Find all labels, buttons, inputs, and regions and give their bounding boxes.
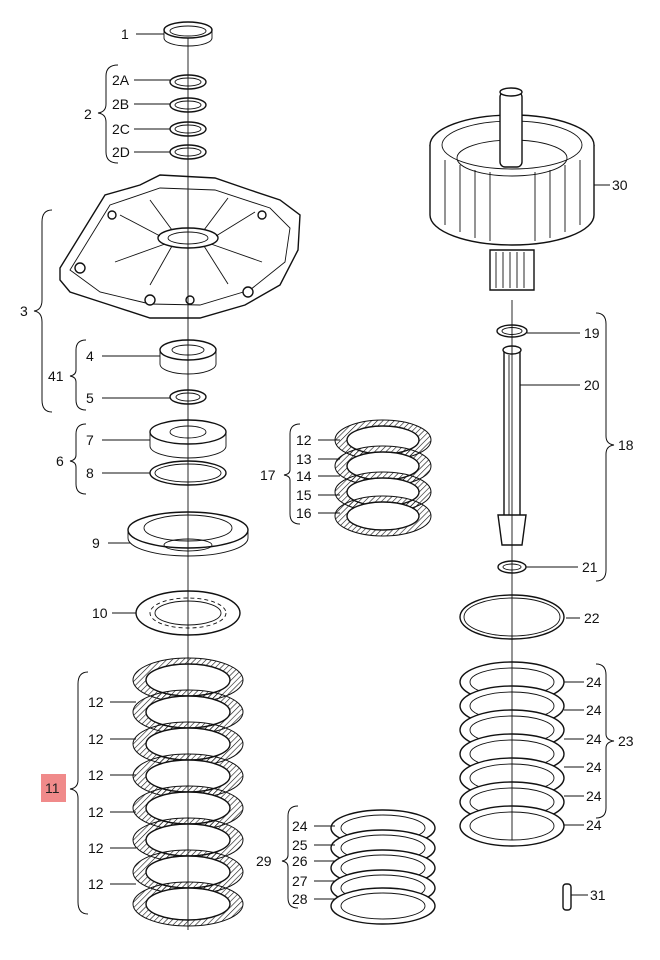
label-4[interactable]: 4 (86, 348, 94, 364)
label-22[interactable]: 22 (584, 610, 600, 626)
label-11-highlighted[interactable]: 11 (45, 780, 60, 796)
label-1[interactable]: 1 (121, 26, 129, 42)
label-25[interactable]: 25 (292, 837, 308, 853)
label-20[interactable]: 20 (584, 377, 600, 393)
label-12[interactable]: 12 (88, 767, 104, 783)
label-2[interactable]: 2 (84, 106, 92, 122)
label-6[interactable]: 6 (56, 453, 64, 469)
label-8[interactable]: 8 (86, 465, 94, 481)
label-24[interactable]: 24 (586, 674, 602, 690)
label-13[interactable]: 13 (296, 451, 312, 467)
label-12[interactable]: 12 (88, 804, 104, 820)
label-7[interactable]: 7 (86, 432, 94, 448)
label-10[interactable]: 10 (92, 605, 108, 621)
label-18[interactable]: 18 (618, 437, 634, 453)
label-24[interactable]: 24 (586, 702, 602, 718)
label-2a[interactable]: 2A (112, 72, 130, 88)
label-23[interactable]: 23 (618, 733, 634, 749)
label-2d[interactable]: 2D (112, 144, 130, 160)
label-15[interactable]: 15 (296, 487, 312, 503)
label-3[interactable]: 3 (20, 303, 28, 319)
label-12[interactable]: 12 (296, 432, 312, 448)
label-9[interactable]: 9 (92, 535, 100, 551)
clutch-pack-middle-29 (330, 809, 436, 925)
clutch-pack-middle-17 (334, 419, 432, 537)
label-31[interactable]: 31 (590, 887, 606, 903)
label-24[interactable]: 24 (586, 731, 602, 747)
label-24[interactable]: 24 (586, 788, 602, 804)
label-41[interactable]: 41 (48, 368, 64, 384)
label-12[interactable]: 12 (88, 840, 104, 856)
part-3-housing (59, 174, 301, 319)
label-21[interactable]: 21 (582, 559, 598, 575)
highlight-box (41, 774, 66, 802)
label-29[interactable]: 29 (256, 853, 272, 869)
label-2b[interactable]: 2B (112, 96, 129, 112)
label-12[interactable]: 12 (88, 694, 104, 710)
part-31-pin (562, 883, 572, 911)
label-28[interactable]: 28 (292, 891, 308, 907)
label-24[interactable]: 24 (586, 759, 602, 775)
part-1-ring (163, 21, 213, 47)
label-12[interactable]: 12 (88, 876, 104, 892)
label-30[interactable]: 30 (612, 177, 628, 193)
label-14[interactable]: 14 (296, 468, 312, 484)
label-19[interactable]: 19 (584, 325, 600, 341)
labels: 1 2 2A 2B 2C 2D 3 41 4 5 6 7 8 9 10 11 1… (20, 26, 634, 907)
label-2c[interactable]: 2C (112, 121, 130, 137)
label-17[interactable]: 17 (260, 467, 276, 483)
label-24[interactable]: 24 (586, 817, 602, 833)
label-24[interactable]: 24 (292, 818, 308, 834)
label-12[interactable]: 12 (88, 731, 104, 747)
label-27[interactable]: 27 (292, 873, 308, 889)
leader-lines (33, 33, 615, 915)
part-30-drum (429, 87, 595, 291)
label-5[interactable]: 5 (86, 390, 94, 406)
label-16[interactable]: 16 (296, 505, 312, 521)
label-26[interactable]: 26 (292, 853, 308, 869)
